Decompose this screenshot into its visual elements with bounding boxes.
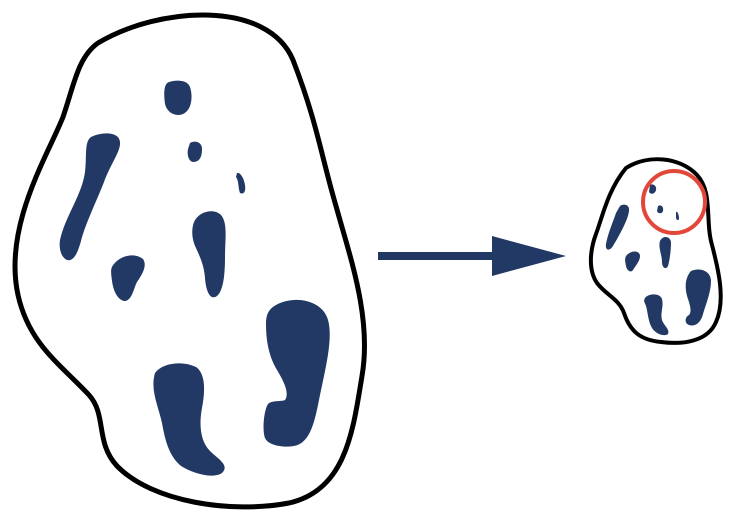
large-shape	[15, 15, 365, 507]
transform-arrow	[378, 236, 566, 276]
large-blob-1	[164, 81, 191, 115]
small-shape	[591, 159, 721, 343]
arrow-head	[492, 236, 566, 276]
